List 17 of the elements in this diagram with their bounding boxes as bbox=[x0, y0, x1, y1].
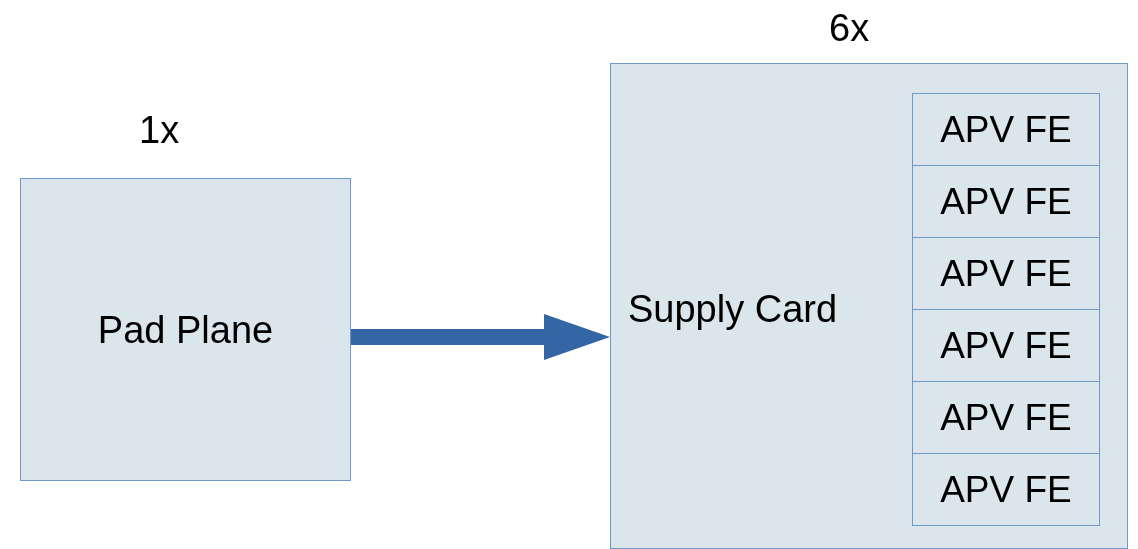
arrow bbox=[351, 314, 610, 360]
node-label: APV FE bbox=[940, 468, 1072, 511]
module-box bbox=[912, 93, 1100, 166]
node-label: Supply Card bbox=[628, 288, 838, 331]
node-label: Pad Plane bbox=[97, 308, 274, 351]
node-label: APV FE bbox=[940, 324, 1072, 367]
node-label: APV FE bbox=[940, 252, 1072, 295]
module-box bbox=[912, 453, 1100, 526]
quantity-label: 6x bbox=[829, 7, 870, 50]
quantity-label: 1x bbox=[139, 109, 180, 152]
module-box bbox=[912, 165, 1100, 238]
node-label: APV FE bbox=[940, 396, 1072, 439]
module-box bbox=[912, 309, 1100, 382]
node-label: APV FE bbox=[940, 180, 1072, 223]
node-label: APV FE bbox=[940, 108, 1072, 151]
module-box bbox=[912, 237, 1100, 310]
module-box bbox=[912, 381, 1100, 454]
